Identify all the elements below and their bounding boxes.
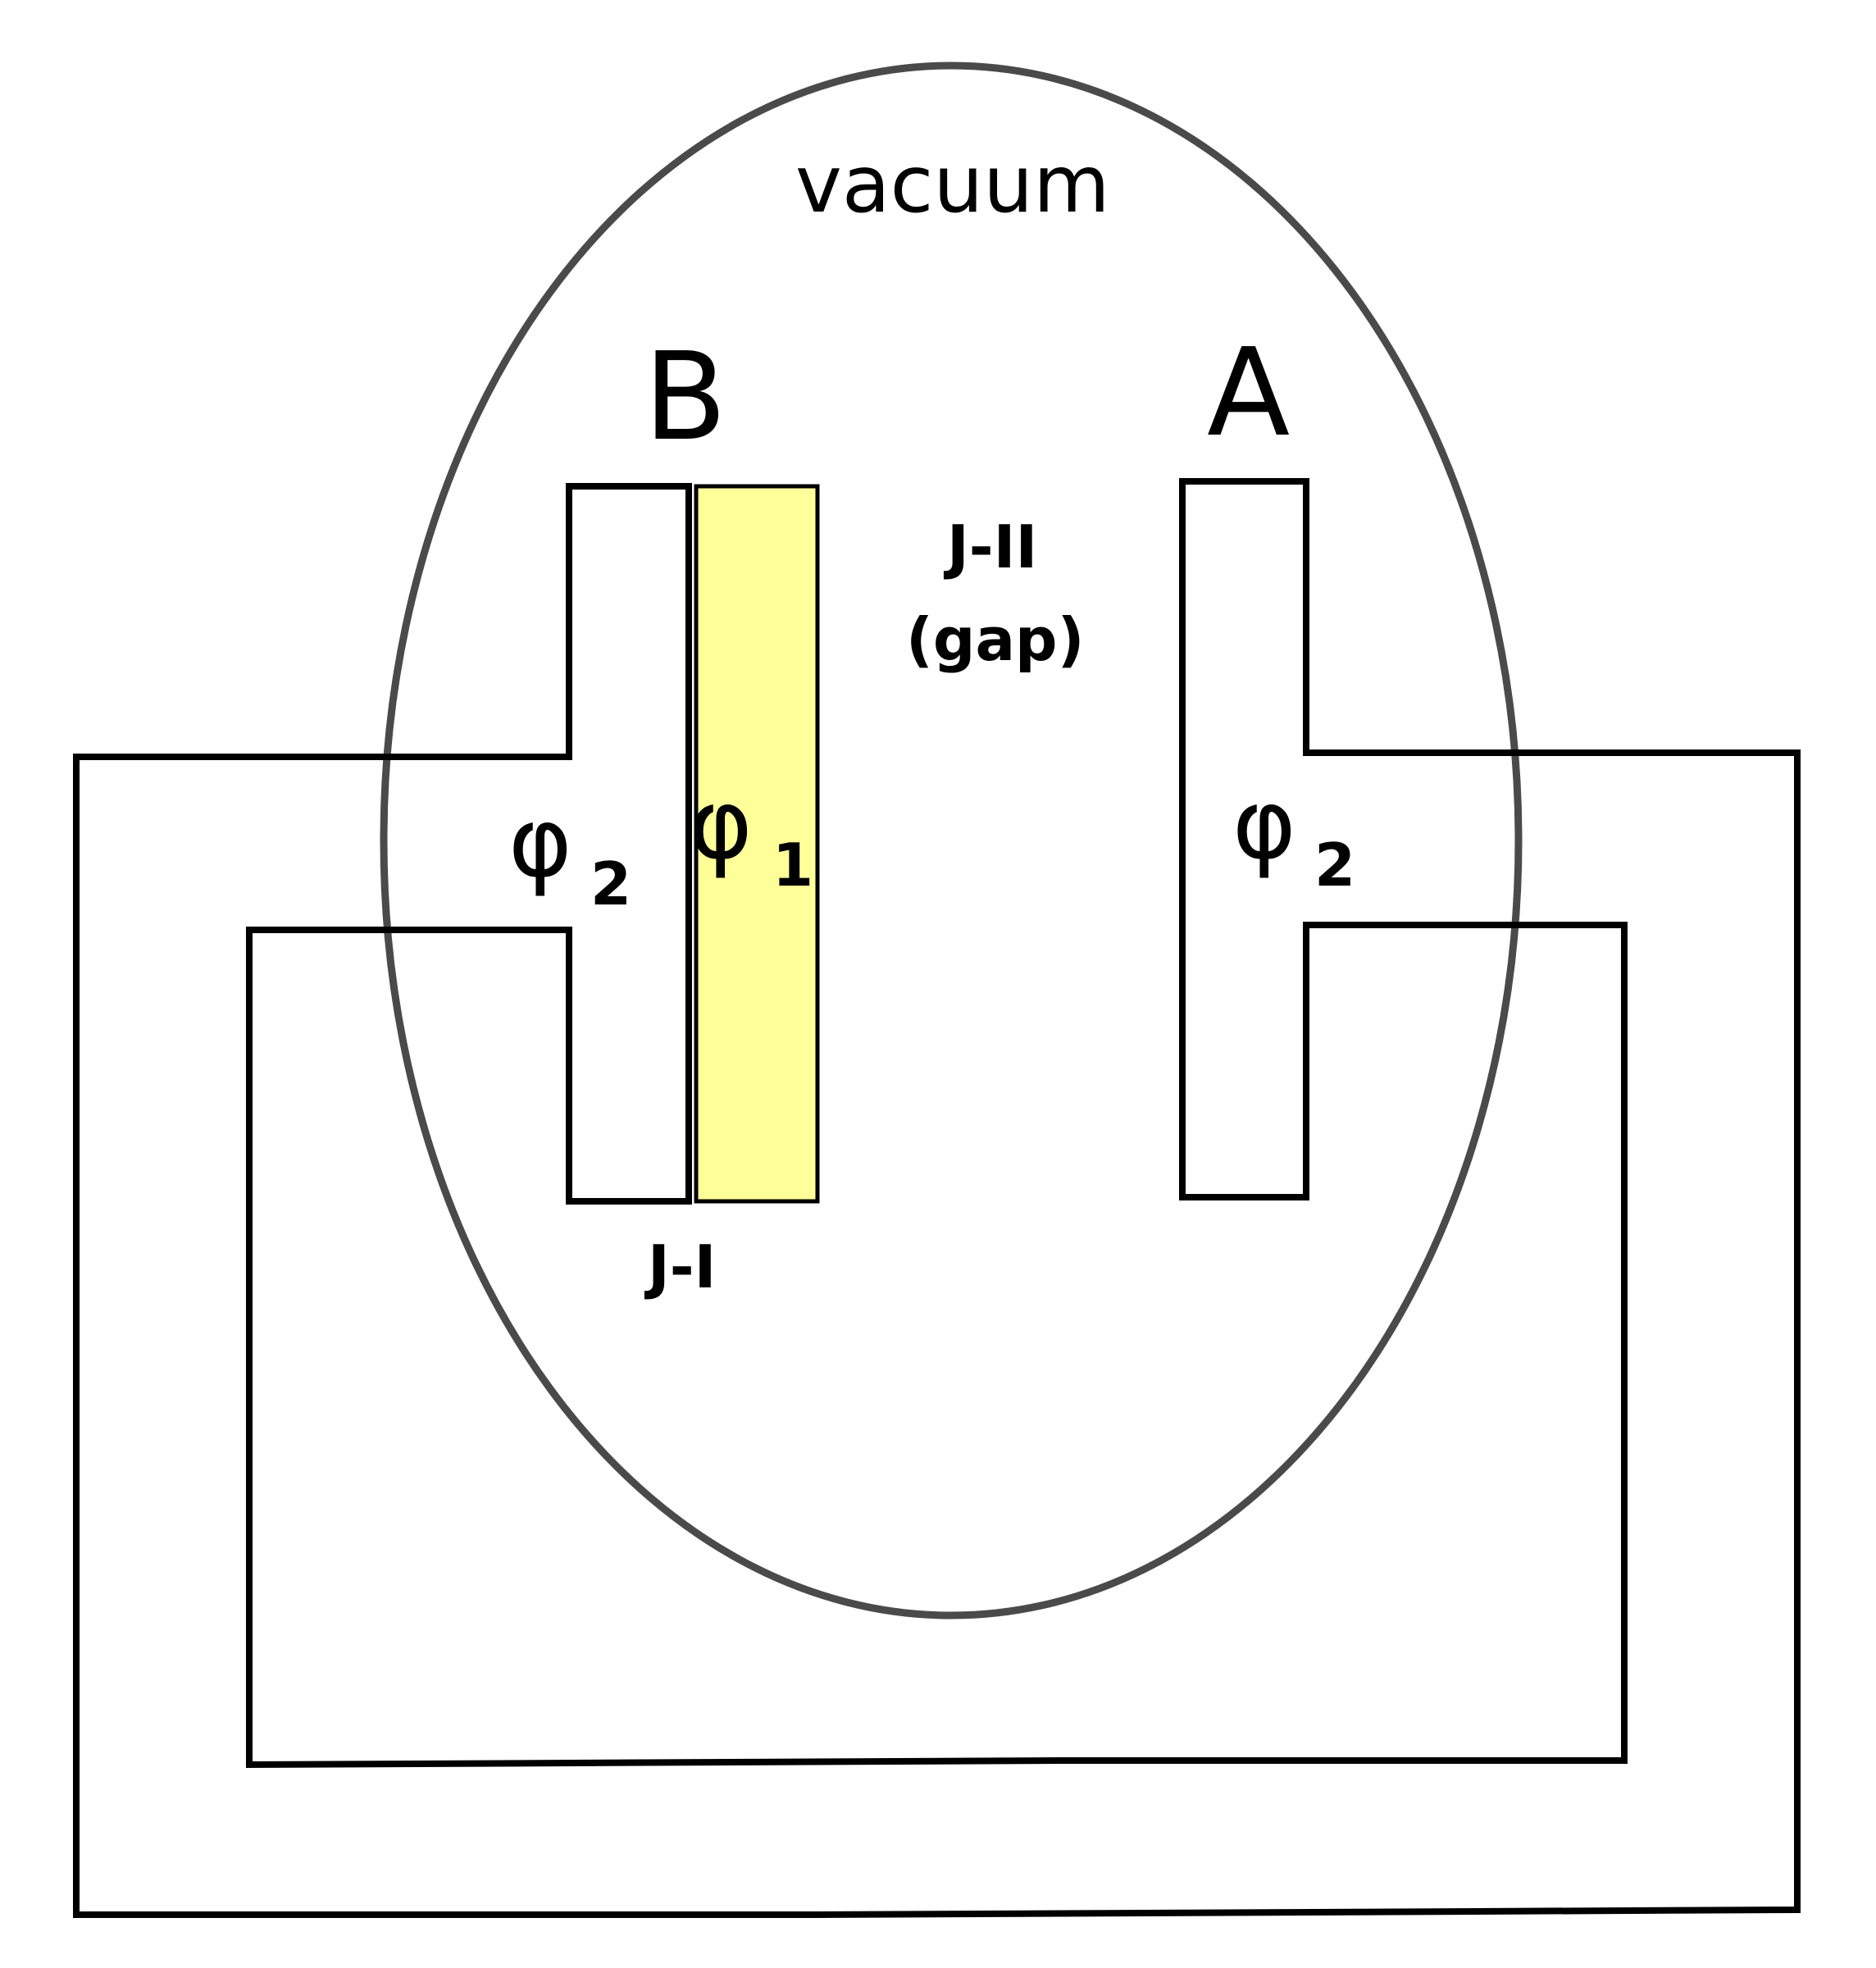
gap-label: (gap)	[906, 605, 1084, 674]
electrode-a-body	[1179, 478, 1309, 1200]
phi-two-left-symbol: φ	[508, 786, 572, 899]
inner-circuit-wire	[246, 922, 1628, 1769]
phi-two-right-symbol: φ	[1232, 768, 1296, 881]
outer-circuit-wire	[73, 749, 1801, 1918]
junction-one-label: J-I	[644, 1232, 716, 1301]
phi-one-symbol: φ	[689, 768, 753, 881]
junction-two-label: J-II	[943, 512, 1037, 581]
phi-two-right-subscript: 2	[1314, 831, 1355, 900]
phi-two-left-subscript: 2	[590, 850, 631, 918]
electrode-b-body	[566, 483, 692, 1205]
vacuum-enclosure	[380, 61, 1523, 1620]
electrode-b-label: B	[644, 326, 727, 467]
junction-one-layer	[694, 484, 820, 1204]
phi-one-subscript: 1	[772, 831, 813, 900]
vacuum-label: vacuum	[795, 139, 1110, 230]
electrode-a-label: A	[1207, 322, 1290, 463]
